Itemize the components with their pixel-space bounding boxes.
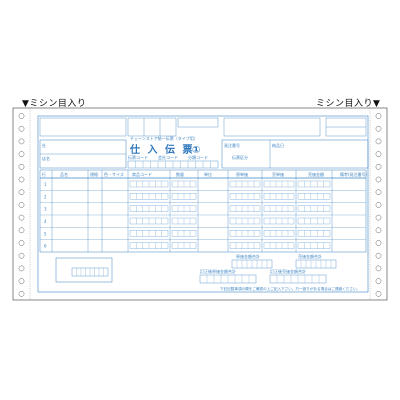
header-box-mid	[177, 117, 219, 128]
header-box-code	[127, 117, 177, 137]
feed-hole	[18, 265, 25, 272]
col-row-label: 行	[42, 171, 46, 177]
col-color-size: 色・サイズ	[104, 171, 124, 177]
order-no-label: 発注番号	[224, 142, 240, 148]
footer-note: 下記記載事項の欄をご確認の上ご記入下さい。万一誤りがある場合はご連絡ください。	[220, 286, 360, 291]
col-quantity: 数量	[176, 171, 184, 177]
feed-hole	[375, 125, 382, 132]
feed-hole	[375, 202, 382, 208]
feed-hole	[18, 278, 25, 284]
col-retail-amount: 売価金額	[308, 171, 324, 177]
form-frame	[37, 115, 369, 293]
supplier-block	[221, 139, 369, 169]
col-unit: 単位	[204, 171, 212, 177]
col-product-code: 商品コード	[132, 171, 152, 177]
shop-label: 社	[42, 142, 46, 148]
retail-total-checked-label: 訂正後売価金額合計	[270, 268, 306, 274]
receipt-stamp-box	[55, 257, 113, 283]
row-number: 5	[44, 231, 47, 236]
feed-hole	[18, 163, 25, 170]
col-product-name: 品名	[60, 171, 68, 177]
feed-hole	[18, 189, 25, 196]
type-label: 伝票区分	[232, 154, 248, 160]
feed-hole	[18, 227, 25, 234]
perforation-label-left: ▼ミシン目入り	[22, 99, 87, 109]
feed-hole	[375, 176, 382, 183]
feed-hole	[375, 113, 382, 119]
cost-total-checked-label: 訂正後原価金額合計	[200, 268, 236, 274]
feed-hole	[375, 290, 382, 297]
feed-hole	[18, 240, 25, 246]
store-label: 店名	[42, 155, 50, 161]
form-subtitle: チェーンストア統一伝票（タイプ用）	[130, 135, 198, 141]
header-box-left	[39, 117, 127, 137]
row-number: 3	[44, 207, 47, 212]
feed-hole	[375, 151, 382, 157]
feed-hole	[375, 278, 382, 284]
feed-hole	[375, 240, 382, 246]
col-spec: 規格	[90, 171, 98, 177]
delivery-date-label: 納品日	[272, 142, 284, 148]
form-title-number: ①	[192, 145, 202, 156]
col-remarks: 備考(発注番号)	[340, 171, 368, 177]
feed-hole	[375, 163, 382, 170]
retail-total-label: 売価金額合計	[298, 253, 322, 259]
feed-hole	[18, 176, 25, 183]
left-feed-holes	[18, 113, 25, 297]
feed-hole	[18, 151, 25, 157]
row-number: 1	[44, 182, 47, 187]
feed-hole	[375, 252, 382, 259]
feed-hole	[375, 227, 382, 234]
header-box-right	[223, 117, 321, 137]
feed-hole	[18, 113, 25, 119]
feed-hole	[18, 138, 25, 145]
form-title: 仕 入 伝 票	[129, 143, 194, 156]
feed-hole	[375, 214, 382, 221]
row-number: 6	[44, 244, 47, 249]
feed-hole	[18, 290, 25, 297]
feed-hole	[18, 252, 25, 259]
col-cost-unit: 原単価	[236, 171, 248, 177]
feed-hole	[18, 214, 25, 221]
right-feed-holes	[375, 113, 382, 297]
class-code-label: 分類コード	[188, 154, 208, 160]
feed-hole	[18, 125, 25, 132]
col-retail-unit: 売単価	[272, 171, 284, 177]
corp-code-label: 会社コード	[158, 154, 178, 160]
feed-hole	[18, 202, 25, 208]
perforation-label-right: ミシン目入り▼	[316, 99, 381, 109]
feed-hole	[375, 189, 382, 196]
item-code-label: 伝票コード	[128, 154, 148, 160]
row-number: 2	[44, 194, 47, 199]
feed-hole	[375, 138, 382, 145]
row-number: 4	[44, 219, 47, 224]
cost-total-label: 原価金額合計	[236, 253, 260, 259]
feed-hole	[375, 265, 382, 272]
